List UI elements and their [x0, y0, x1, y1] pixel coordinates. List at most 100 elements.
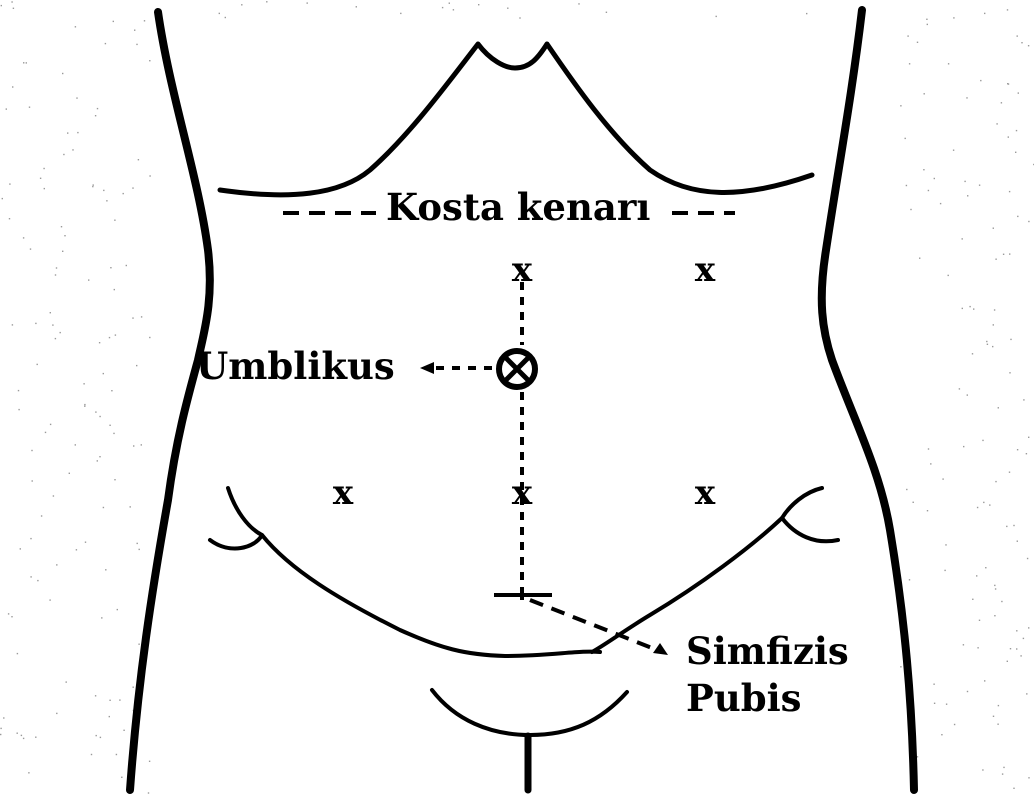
speckle-dot [992, 346, 993, 347]
speckle-dot [134, 30, 135, 31]
speckle-dot [130, 506, 131, 507]
speckle-dot [994, 615, 995, 616]
speckle-dot [114, 220, 115, 221]
speckle-dot [20, 548, 21, 549]
speckle-dot [982, 769, 983, 770]
speckle-dot [1027, 558, 1028, 559]
speckle-dot [138, 159, 139, 160]
speckle-dot [53, 495, 54, 496]
speckle-dot [30, 538, 31, 539]
speckle-dot [980, 80, 981, 81]
speckle-dot [95, 695, 96, 696]
speckle-dot [923, 169, 924, 170]
speckle-dot [972, 353, 973, 354]
speckle-dot [1018, 92, 1019, 93]
speckle-dot [56, 564, 57, 565]
speckle-dot [997, 724, 998, 725]
speckle-dot [111, 390, 112, 391]
speckle-dot [967, 195, 968, 196]
speckle-dot [18, 409, 19, 410]
speckle-dot [1006, 526, 1007, 527]
speckle-dot [0, 734, 1, 735]
speckle-dot [1017, 541, 1018, 542]
speckle-dot [76, 549, 77, 550]
speckle-dot [1003, 254, 1004, 255]
speckle-dot [113, 21, 114, 22]
speckle-dot [117, 609, 118, 610]
speckle-dot [1001, 102, 1002, 103]
speckle-dot [1009, 191, 1010, 192]
speckle-dot [93, 184, 94, 185]
speckle-dot [995, 588, 996, 589]
speckle-dot [132, 317, 133, 318]
speckle-dot [909, 579, 910, 580]
speckle-dot [927, 510, 928, 511]
speckle-dot [909, 63, 910, 64]
speckle-dot [977, 507, 978, 508]
speckle-dot [109, 716, 110, 717]
speckle-dot [919, 258, 920, 259]
speckle-dot [97, 108, 98, 109]
speckle-dot [1017, 35, 1018, 36]
speckle-dot [149, 337, 150, 338]
speckle-dot [945, 544, 946, 545]
speckle-dot [126, 265, 127, 266]
speckle-dot [116, 754, 117, 755]
speckle-dot [113, 433, 114, 434]
speckle-dot [906, 489, 907, 490]
speckle-dot [45, 432, 46, 433]
speckle-dot [95, 411, 96, 412]
speckle-dot [995, 259, 996, 260]
speckle-dot [75, 26, 76, 27]
speckle-dot [144, 20, 145, 21]
speckle-dot [101, 617, 102, 618]
speckle-dot [62, 251, 63, 252]
speckle-dot [17, 653, 18, 654]
speckle-dot [967, 394, 968, 395]
speckle-dot [100, 737, 101, 738]
speckle-dot [1008, 83, 1009, 84]
speckle-dot [984, 680, 985, 681]
speckle-dot [964, 181, 965, 182]
speckle-dot [1013, 788, 1014, 789]
speckle-dot [63, 154, 64, 155]
speckle-dot [84, 406, 85, 407]
speckle-dot [1028, 437, 1029, 438]
speckle-dot [103, 190, 104, 191]
speckle-dot [806, 13, 807, 14]
speckle-dot [75, 444, 76, 445]
speckle-dot [133, 445, 134, 446]
speckle-dot [926, 19, 927, 20]
speckle-dot [60, 332, 61, 333]
speckle-dot [55, 274, 56, 275]
speckle-dot [123, 730, 124, 731]
speckle-dot [52, 324, 53, 325]
speckle-dot [26, 62, 27, 63]
speckle-dot [913, 502, 914, 503]
speckle-dot [1028, 221, 1029, 222]
speckle-dot [55, 338, 56, 339]
port-marker-upper-left: x [695, 250, 716, 290]
speckle-dot [982, 440, 983, 441]
speckle-dot [119, 699, 120, 700]
speckle-dot [37, 364, 38, 365]
speckle-dot [994, 309, 995, 310]
speckle-dot [1009, 472, 1010, 473]
speckle-dot [1013, 525, 1014, 526]
speckle-dot [959, 388, 960, 389]
speckle-dot [23, 738, 24, 739]
speckle-dot [907, 35, 908, 36]
speckle-dot [1023, 638, 1024, 639]
speckle-dot [954, 724, 955, 725]
speckle-dot [103, 507, 104, 508]
speckle-dot [37, 580, 38, 581]
speckle-dot [0, 728, 1, 729]
speckle-dot [67, 132, 68, 133]
speckle-dot [12, 86, 13, 87]
speckle-dot [85, 542, 86, 543]
speckle-dot [1016, 130, 1017, 131]
speckle-dot [9, 183, 10, 184]
speckle-dot [3, 717, 4, 718]
speckle-dot [99, 342, 100, 343]
